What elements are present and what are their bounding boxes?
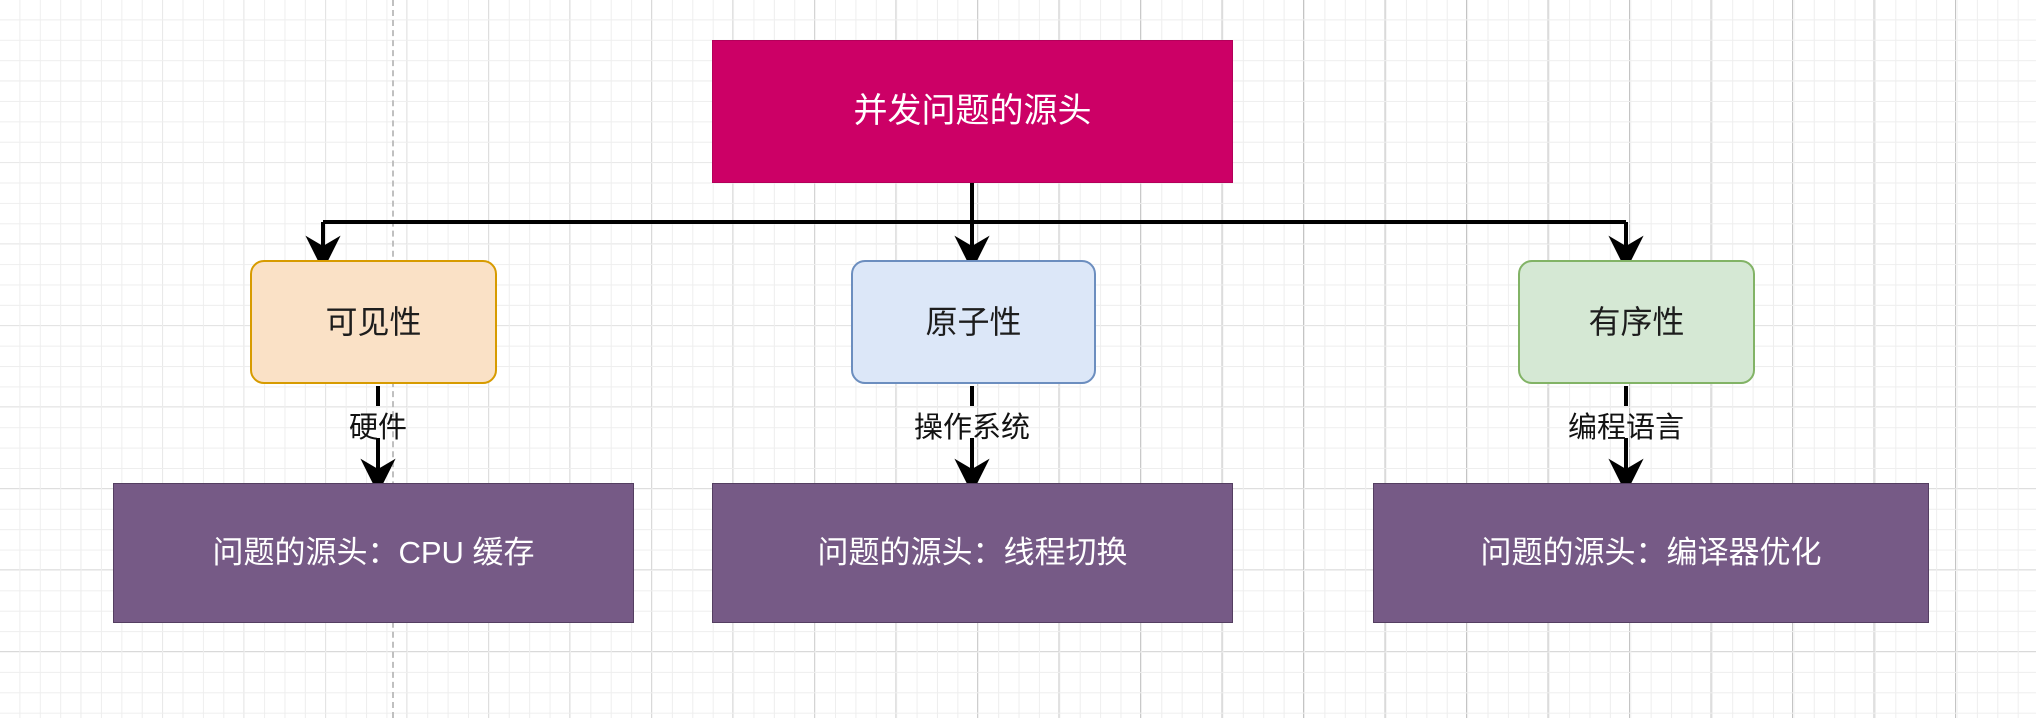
node-cause-cpu-cache[interactable]: 问题的源头：CPU 缓存 <box>113 483 634 623</box>
node-visibility[interactable]: 可见性 <box>250 260 497 384</box>
edge-label-hardware: 硬件 <box>348 412 408 444</box>
node-ordering[interactable]: 有序性 <box>1518 260 1755 384</box>
node-atomicity-label: 原子性 <box>925 304 1022 340</box>
node-visibility-label: 可见性 <box>325 304 422 340</box>
edge-label-operating-system: 操作系统 <box>913 412 1031 444</box>
node-root-label: 并发问题的源头 <box>853 92 1092 131</box>
node-cause-compiler-optimization-label: 问题的源头：编译器优化 <box>1480 534 1822 570</box>
node-cause-thread-switch-label: 问题的源头：线程切换 <box>817 534 1128 570</box>
node-cause-compiler-optimization[interactable]: 问题的源头：编译器优化 <box>1373 483 1929 623</box>
edge-label-programming-language: 编程语言 <box>1567 412 1685 444</box>
node-cause-thread-switch[interactable]: 问题的源头：线程切换 <box>712 483 1233 623</box>
node-ordering-label: 有序性 <box>1588 304 1685 340</box>
node-atomicity[interactable]: 原子性 <box>851 260 1096 384</box>
node-cause-cpu-cache-label: 问题的源头：CPU 缓存 <box>212 534 535 570</box>
node-root[interactable]: 并发问题的源头 <box>712 40 1233 183</box>
